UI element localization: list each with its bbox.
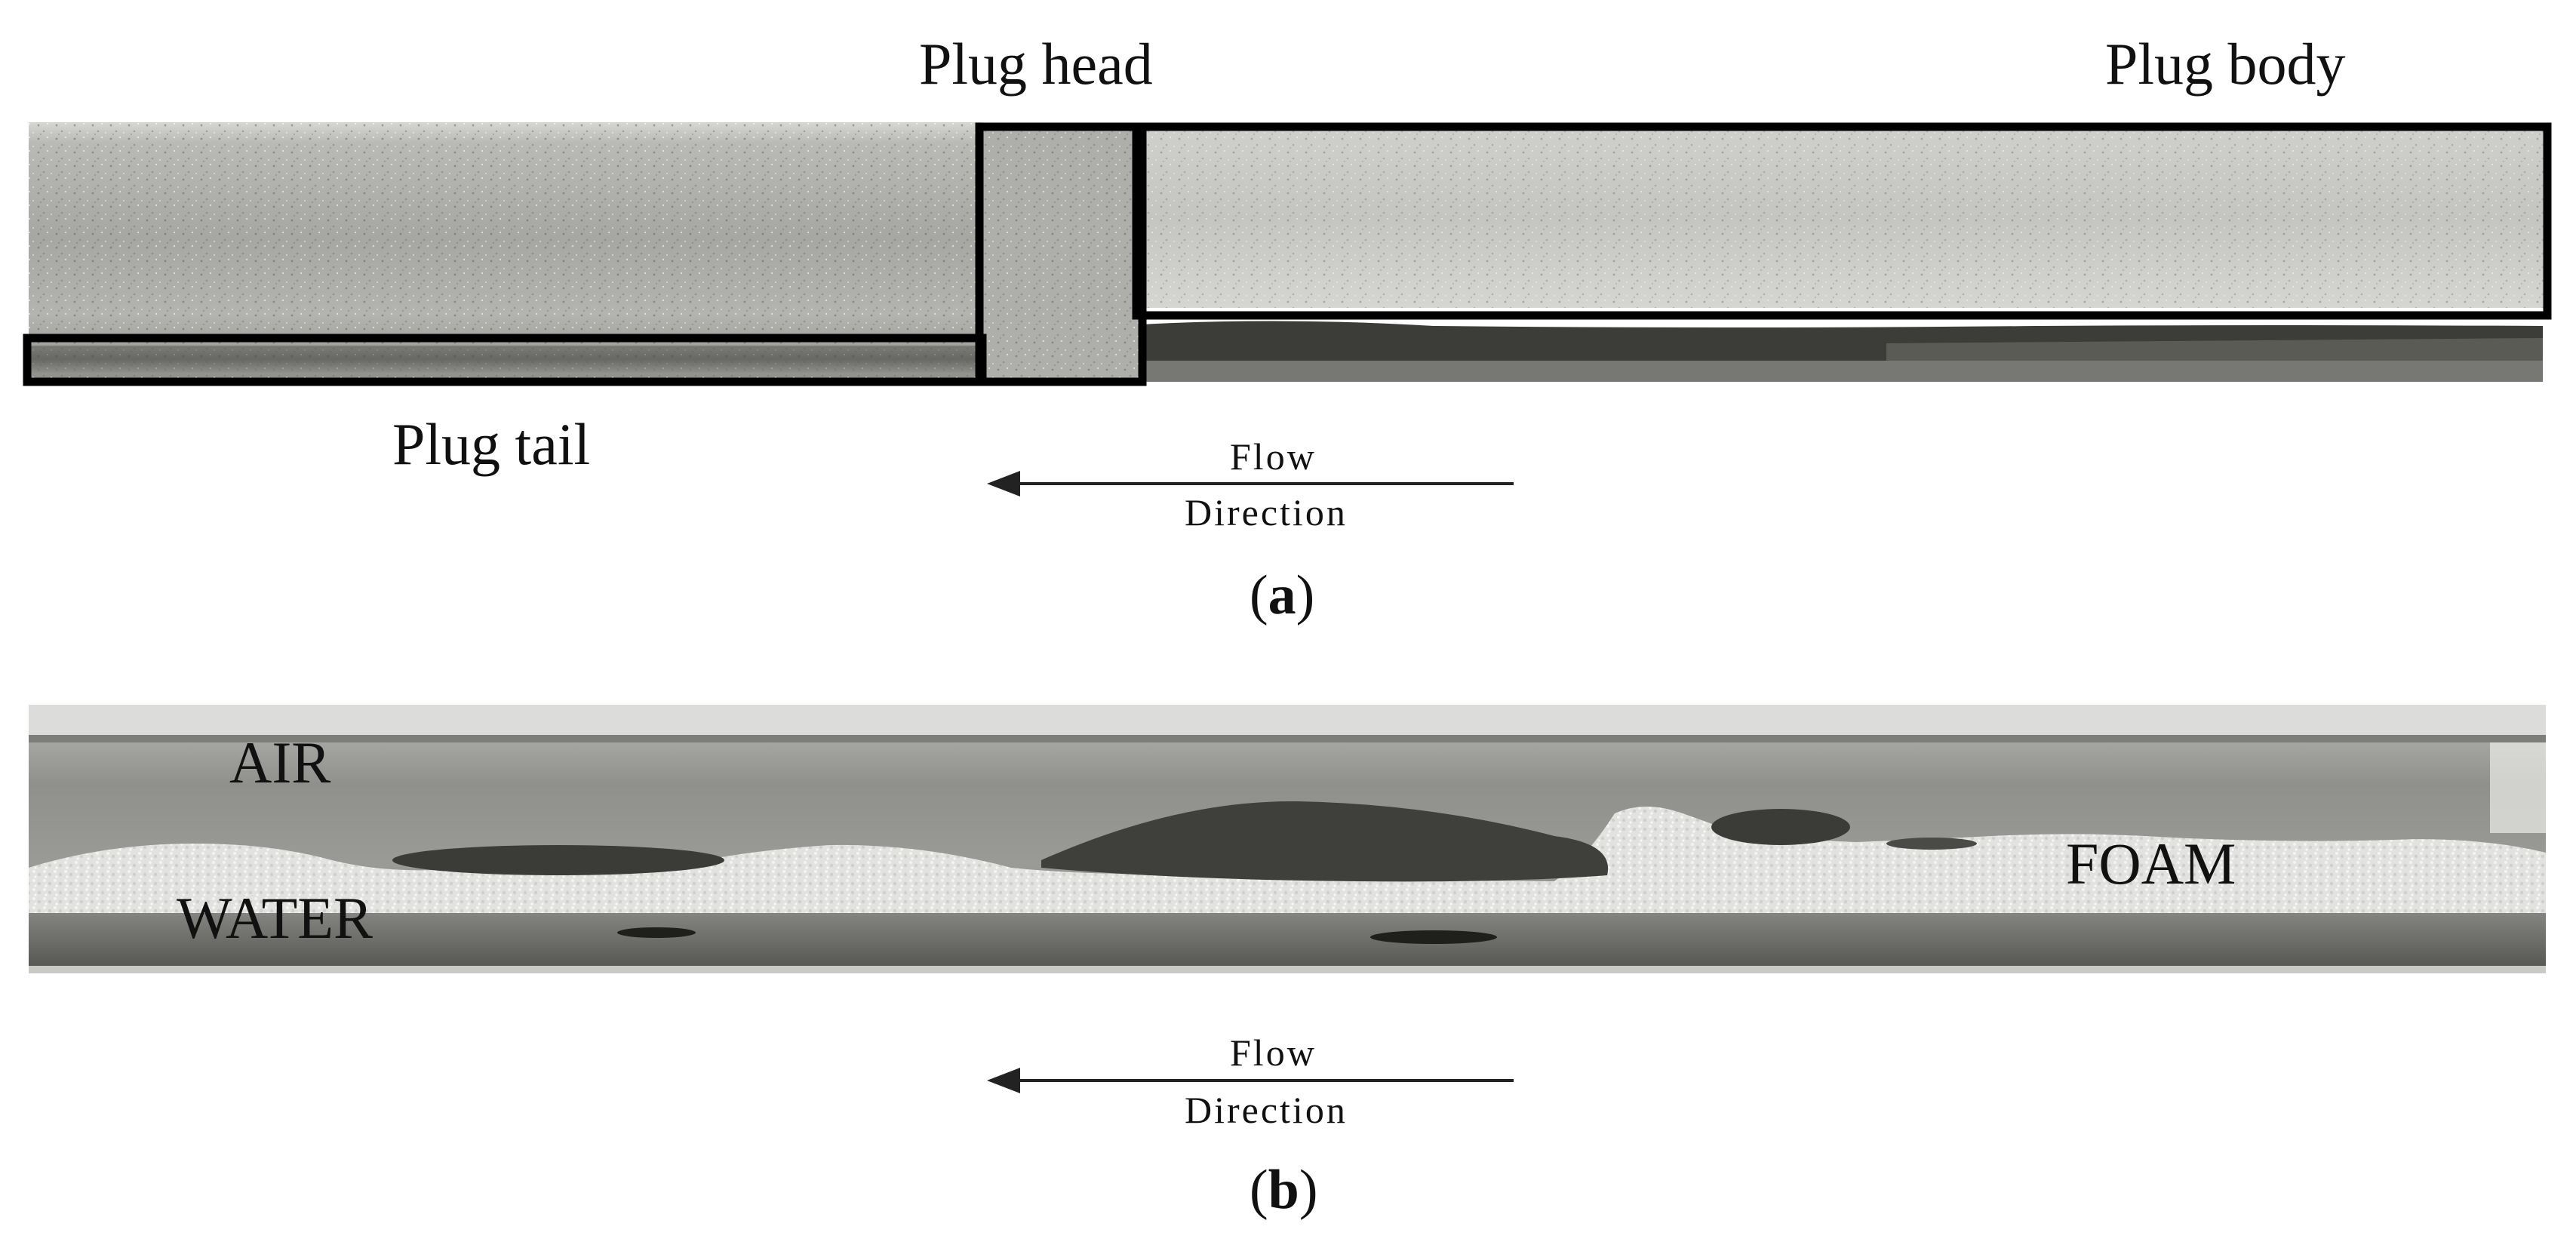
panel-b-streak-2	[1370, 930, 1497, 944]
panel-b-caption: (b)	[1250, 1162, 1317, 1218]
panel-a-tail-liquid	[29, 346, 981, 373]
panel-a-caption: (a)	[1250, 567, 1314, 623]
panel-b-pipe	[29, 705, 2546, 973]
panel-b-bubble-2	[1041, 801, 1609, 882]
foam-label: FOAM	[2066, 831, 2236, 896]
air-label: AIR	[229, 730, 331, 795]
panel-b-caption-letter: b	[1268, 1159, 1299, 1221]
panel-b-caption-close: )	[1299, 1159, 1318, 1221]
panel-a-frames	[23, 122, 2552, 386]
panel-b-bubble-1	[392, 845, 724, 875]
water-label: WATER	[177, 885, 373, 951]
panel-b-flow-arrow	[987, 1068, 1514, 1093]
plug-tail-label: Plug tail	[392, 411, 591, 477]
plug-head-label: Plug head	[919, 31, 1153, 97]
panel-b-streak-1	[617, 927, 696, 938]
panel-b-water	[29, 905, 2546, 969]
plug-head-frame	[975, 122, 1147, 386]
panel-b-flow-word-2: Direction	[1185, 1089, 1348, 1131]
plug-tail-frame	[23, 334, 987, 386]
panel-a-caption-open: (	[1250, 564, 1268, 626]
panel-b-foam-layer	[29, 807, 2546, 913]
panel-a-caption-close: )	[1296, 564, 1315, 626]
panel-a-caption-letter: a	[1268, 564, 1296, 626]
panel-b-bubble-4	[1886, 838, 1977, 850]
panel-a-flow-word-2: Direction	[1185, 491, 1348, 533]
panel-a-flow-word-1: Flow	[1230, 435, 1317, 478]
panel-a-pipe	[29, 122, 2546, 382]
plug-body-label: Plug body	[2105, 31, 2346, 97]
panel-b-flow-word-1: Flow	[1230, 1031, 1317, 1074]
plug-body-frame	[1132, 122, 2552, 320]
panel-b-bubble-3	[1711, 809, 1850, 845]
panel-b-caption-open: (	[1250, 1159, 1268, 1221]
panel-a-flow-arrow	[987, 471, 1514, 496]
